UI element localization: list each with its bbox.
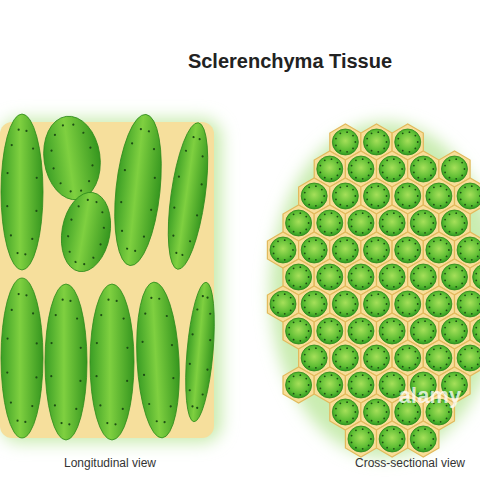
sclereid-cell — [377, 421, 408, 457]
cross-sectional-view — [267, 122, 480, 458]
fiber-cell — [1, 278, 43, 438]
fiber-cell — [108, 112, 168, 268]
sclereid-cell — [345, 421, 376, 457]
fiber-cell — [90, 284, 134, 440]
view-label: Cross-sectional view — [355, 456, 465, 470]
fiber-cell — [161, 120, 215, 271]
fiber-cell — [1, 114, 43, 270]
longitudinal-view — [0, 112, 222, 443]
fiber-cell — [55, 188, 116, 275]
fiber-cell — [133, 281, 183, 439]
fiber-cell — [181, 281, 219, 423]
fiber-cell — [38, 113, 105, 204]
fiber-cell — [45, 284, 87, 440]
watermark: alamy — [399, 383, 461, 409]
title: Sclerenchyma Tissue — [188, 50, 392, 73]
sclereid-cell — [408, 421, 439, 457]
view-label: Longitudinal view — [64, 456, 156, 470]
sclereid-cell — [283, 367, 314, 403]
